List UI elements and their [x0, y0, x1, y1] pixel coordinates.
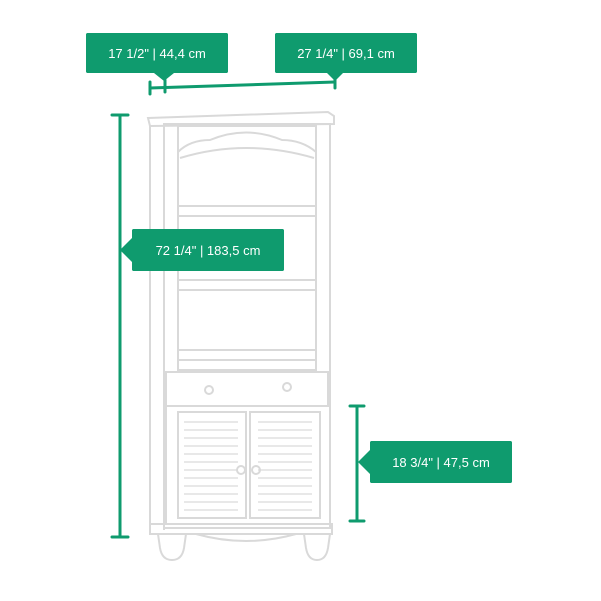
dimension-lines [110, 74, 366, 539]
width-label: 27 1/4" | 69,1 cm [275, 33, 417, 73]
width-dimension-line [148, 80, 337, 90]
bookcase-outline [146, 110, 335, 562]
depth-label: 17 1/2" | 44,4 cm [86, 33, 228, 73]
cabinet-height-label: 18 3/4" | 47,5 cm [370, 441, 512, 483]
height-label: 72 1/4" | 183,5 cm [132, 229, 284, 271]
